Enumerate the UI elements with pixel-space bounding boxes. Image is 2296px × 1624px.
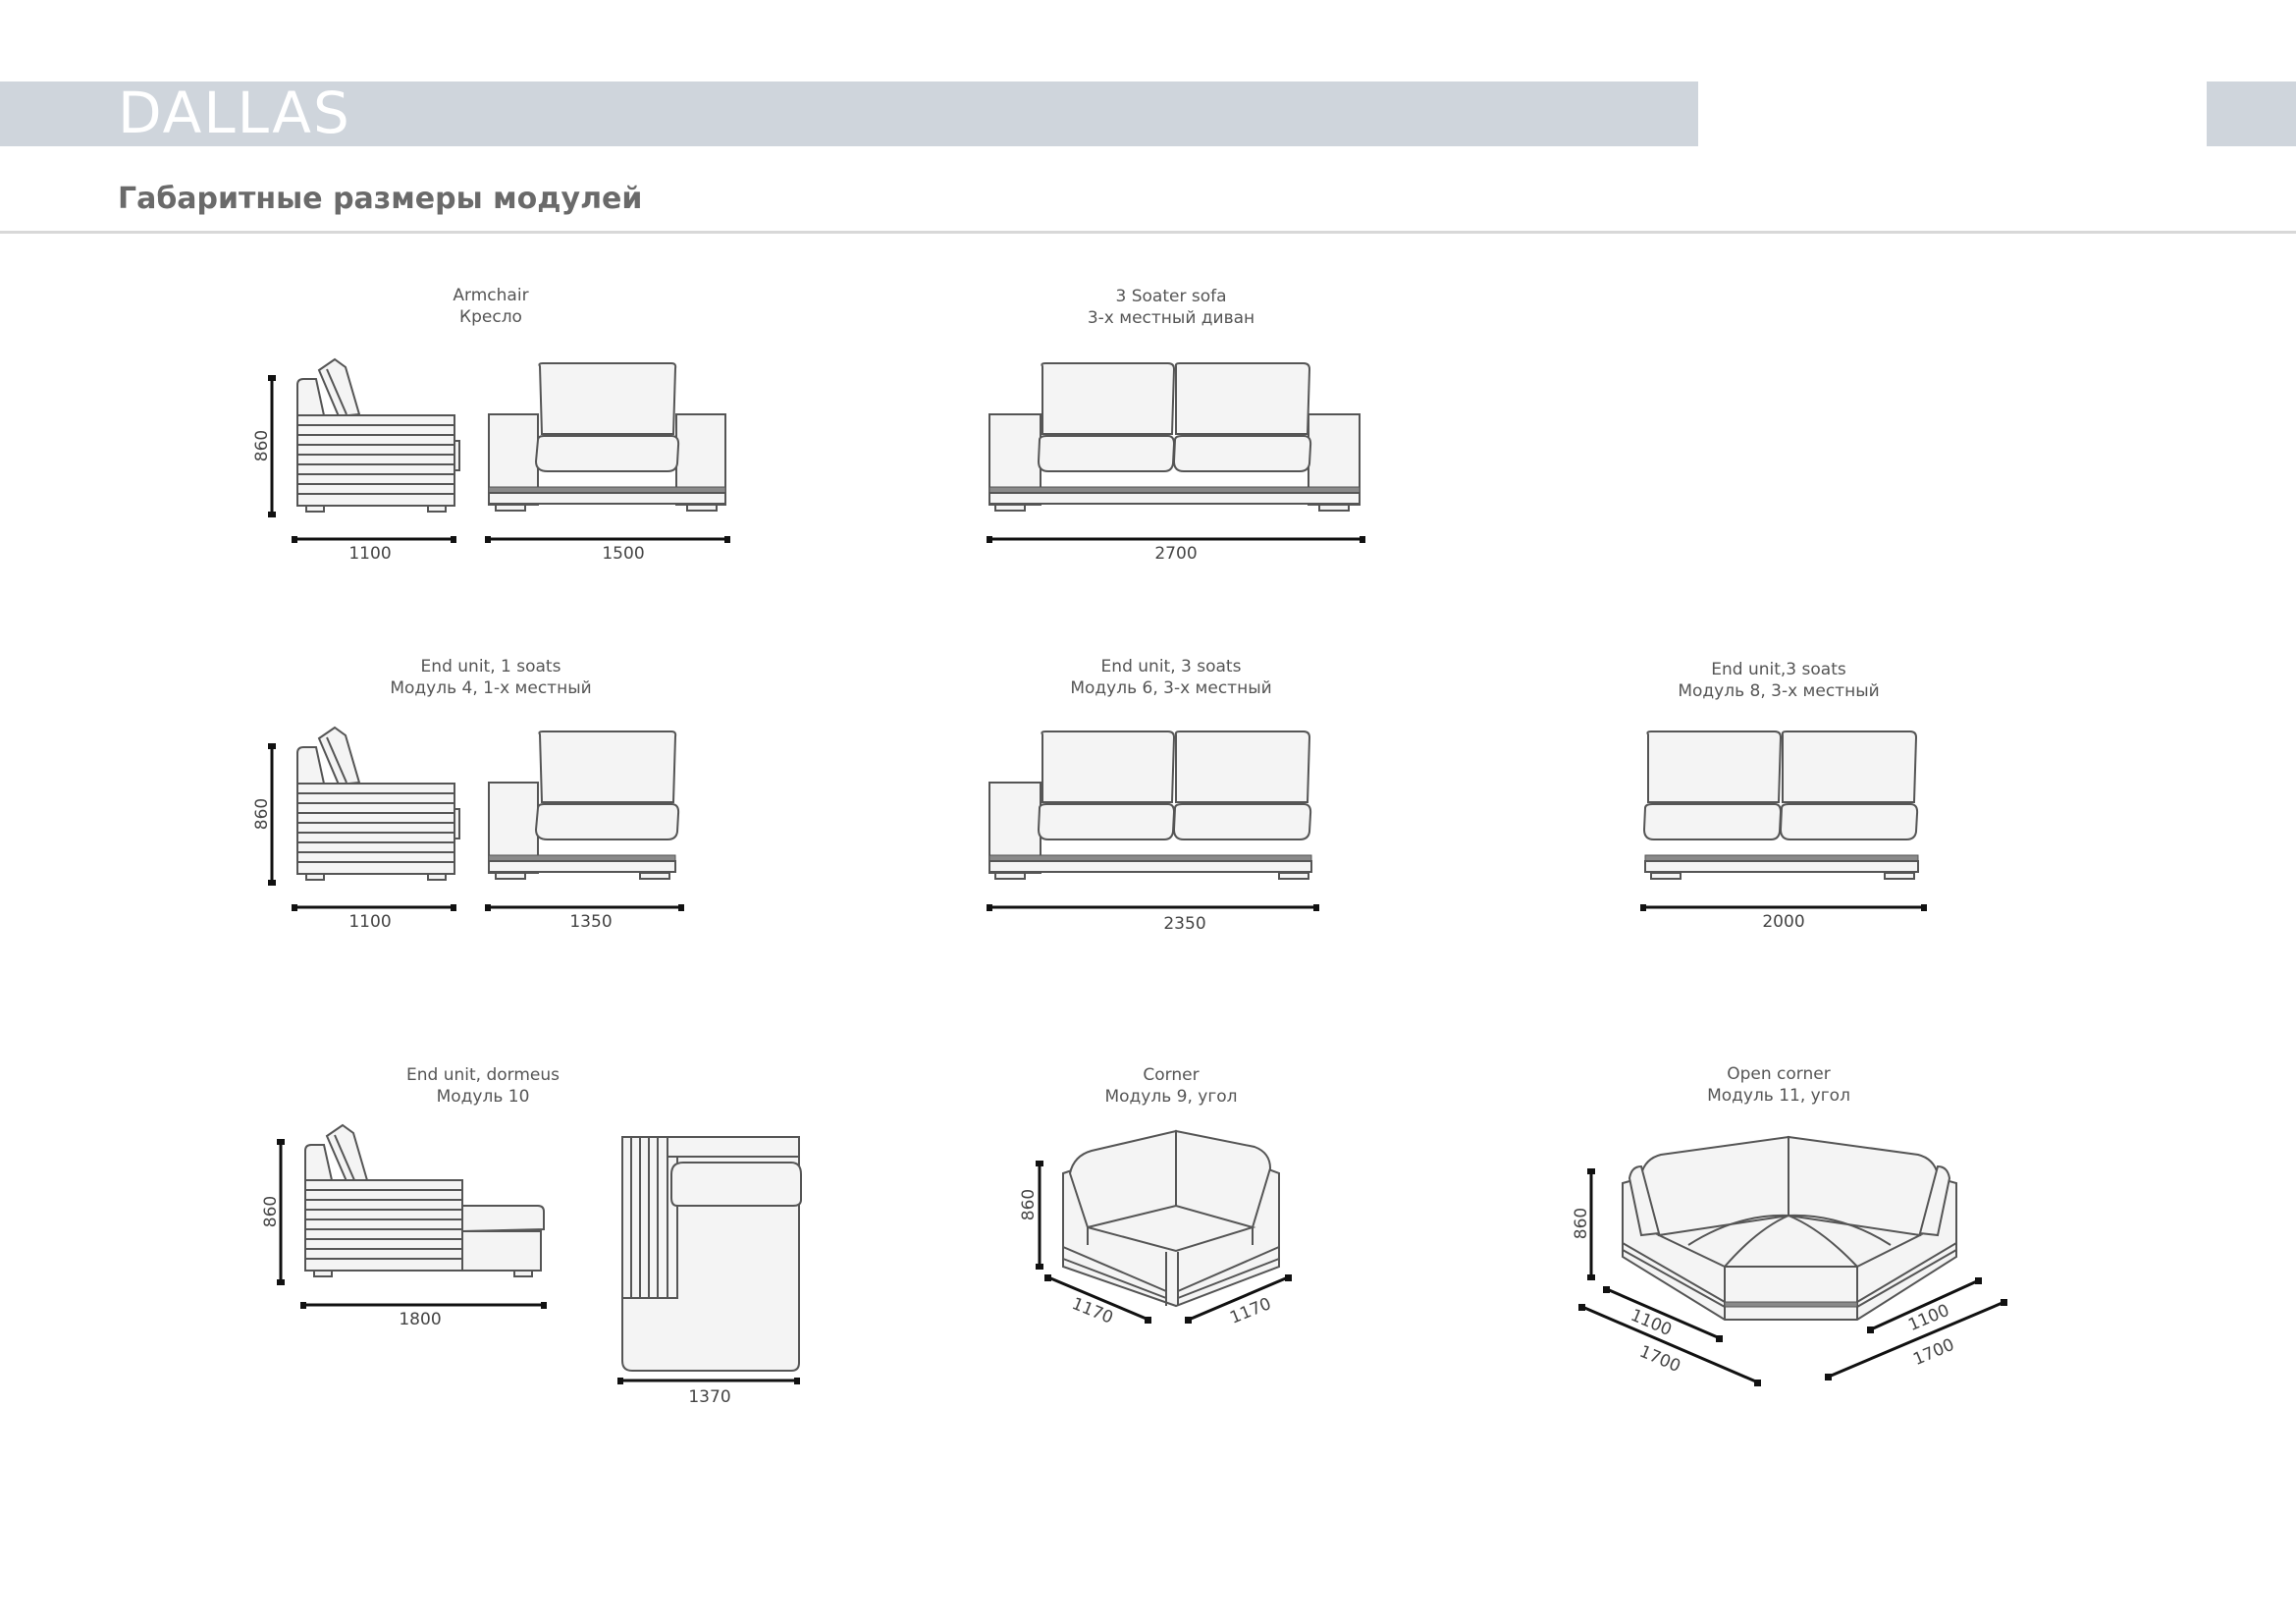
dim-open-corner-height: 860 — [1572, 1208, 1591, 1239]
caption-sofa3: 3 Soater sofa 3-х местный диван — [1088, 286, 1255, 329]
caption-en: Open corner — [1727, 1064, 1831, 1084]
end1-width-dimension — [485, 904, 684, 911]
caption-ru: Модуль 11, угол — [1707, 1086, 1850, 1106]
end3a-width-dimension — [987, 904, 1319, 911]
dim-corner-height: 860 — [1019, 1189, 1039, 1220]
dormeus-top-stripes — [630, 1137, 659, 1298]
page-title: DALLAS — [118, 80, 351, 146]
dim-armchair-depth: 1100 — [348, 544, 392, 564]
dormeus-height-dimension: 860 — [261, 1139, 285, 1285]
corner-view — [1062, 1129, 1280, 1308]
open-corner-view — [1622, 1135, 1957, 1321]
title-banner-tab — [2207, 81, 2296, 146]
caption-en: 3 Soater sofa — [1115, 287, 1227, 306]
dormeus-depth-dimension — [300, 1302, 547, 1309]
caption-armchair: Armchair Кресло — [453, 285, 528, 328]
end1-side-view — [296, 726, 460, 881]
caption-en: End unit, 1 soats — [420, 657, 561, 677]
corner-height-dimension: 860 — [1019, 1161, 1043, 1270]
armchair-side-view — [296, 357, 460, 513]
page-subtitle: Габаритные размеры модулей — [118, 182, 643, 216]
caption-ru: Модуль 4, 1-х местный — [390, 678, 592, 698]
dim-armchair-width: 1500 — [602, 544, 645, 564]
end3a-front-view — [988, 731, 1312, 880]
caption-en: Armchair — [453, 286, 529, 305]
caption-end1: End unit, 1 soats Модуль 4, 1-х местный — [390, 656, 591, 699]
caption-ru: Модуль 6, 3-х местный — [1070, 678, 1272, 698]
caption-ru: Кресло — [459, 307, 522, 327]
caption-ru: Модуль 10 — [436, 1087, 530, 1107]
sofa3-front-view — [988, 362, 1361, 512]
caption-end3a: End unit, 3 soats Модуль 6, 3-х местный — [1070, 656, 1271, 699]
title-banner — [0, 81, 1698, 146]
caption-en: End unit, 3 soats — [1100, 657, 1242, 677]
caption-dormeus: End unit, dormeus Модуль 10 — [406, 1064, 560, 1108]
caption-en: End unit,3 soats — [1711, 660, 1846, 679]
dim-end1-depth: 1100 — [348, 912, 392, 932]
caption-ru: Модуль 9, угол — [1104, 1087, 1238, 1107]
dormeus-top-view — [621, 1136, 802, 1372]
dim-armchair-height: 860 — [252, 430, 272, 461]
dormeus-width-dimension — [617, 1378, 800, 1384]
armchair-front-view — [488, 362, 726, 512]
caption-ru: 3-х местный диван — [1087, 308, 1255, 328]
dim-end1-height: 860 — [252, 798, 272, 830]
dim-open-corner-inner-b: 1100 — [1905, 1301, 1952, 1335]
armchair-side-stripes — [297, 424, 454, 495]
dim-end3b-width: 2000 — [1762, 912, 1805, 932]
armchair-depth-dimension — [292, 536, 456, 543]
caption-end3b: End unit,3 soats Модуль 8, 3-х местный — [1678, 659, 1879, 702]
end3b-front-view — [1642, 731, 1919, 880]
caption-open-corner: Open corner Модуль 11, угол — [1707, 1063, 1850, 1107]
caption-ru: Модуль 8, 3-х местный — [1678, 681, 1880, 701]
dim-end1-width: 1350 — [569, 912, 613, 932]
dim-end3a-width: 2350 — [1163, 914, 1206, 934]
armchair-width-dimension — [485, 536, 730, 543]
dormeus-side-view — [304, 1123, 545, 1277]
caption-en: End unit, dormeus — [406, 1065, 560, 1085]
end1-depth-dimension — [292, 904, 456, 911]
end1-front-view — [488, 731, 680, 880]
dim-corner-side-a: 1170 — [1069, 1294, 1116, 1328]
end1-side-stripes — [297, 792, 454, 863]
dim-sofa3-width: 2700 — [1154, 544, 1198, 564]
end1-height-dimension: 860 — [252, 743, 276, 886]
dim-dormeus-depth: 1800 — [399, 1310, 442, 1329]
end3b-width-dimension — [1640, 904, 1927, 911]
sofa3-width-dimension — [987, 536, 1365, 543]
caption-en: Corner — [1143, 1065, 1200, 1085]
dim-dormeus-height: 860 — [261, 1196, 281, 1227]
dormeus-side-stripes — [305, 1189, 462, 1260]
header-divider — [0, 231, 2296, 234]
open-corner-height-dimension: 860 — [1572, 1168, 1595, 1280]
armchair-height-dimension: 860 — [252, 375, 276, 517]
caption-corner: Corner Модуль 9, угол — [1104, 1064, 1237, 1108]
dim-dormeus-width: 1370 — [688, 1387, 731, 1407]
